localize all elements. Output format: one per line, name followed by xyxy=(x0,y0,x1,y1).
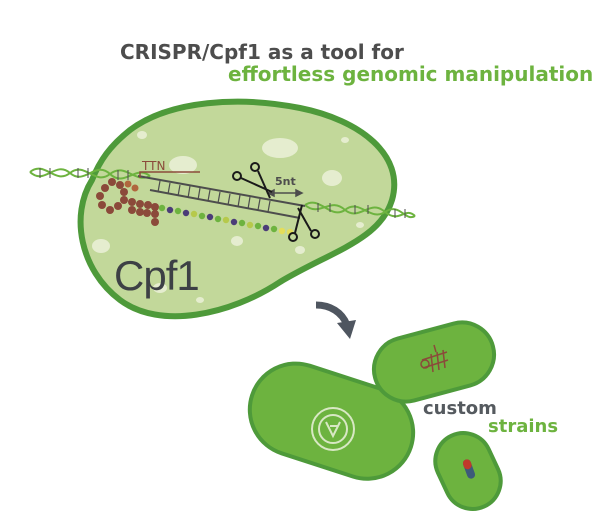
title-line-1: CRISPR/Cpf1 as a tool for xyxy=(120,40,404,64)
crispr-mini-icon xyxy=(420,344,449,373)
scissors-icon xyxy=(232,162,273,199)
curved-arrow-icon xyxy=(315,301,356,339)
cell xyxy=(77,98,398,320)
target-gene-label: TTN xyxy=(141,159,165,173)
plasmid-icon xyxy=(311,407,355,451)
cell-granule xyxy=(322,170,342,186)
cut-offset-arrow xyxy=(266,188,304,198)
cell-granule xyxy=(137,131,147,139)
cell-granule xyxy=(262,138,298,158)
cell-granule xyxy=(231,236,243,246)
cell-granule xyxy=(341,137,349,143)
bacterium-large xyxy=(247,361,416,481)
ttn-bracket xyxy=(139,171,200,178)
title-line-2: effortless genomic manipulation xyxy=(228,62,594,86)
bacterium-medium xyxy=(371,320,497,404)
dna-rungs xyxy=(39,168,406,218)
pill-icon xyxy=(462,459,476,479)
custom-label: custom xyxy=(423,398,497,419)
enzyme-label: Cpf1 xyxy=(114,252,199,299)
cell-granule xyxy=(295,246,305,254)
cell-granule xyxy=(356,222,364,228)
cell-granule xyxy=(153,283,167,293)
cell-membrane xyxy=(77,98,398,320)
crRNA xyxy=(96,178,294,236)
cell-granule xyxy=(196,297,204,303)
strains-label: strains xyxy=(488,416,559,437)
target-dna xyxy=(137,175,306,219)
scissors-icon xyxy=(288,204,320,242)
cut-offset-label: 5nt xyxy=(275,175,296,188)
cell-granule xyxy=(169,156,197,174)
cell-granule xyxy=(92,239,110,253)
bacterium-small xyxy=(433,431,503,511)
